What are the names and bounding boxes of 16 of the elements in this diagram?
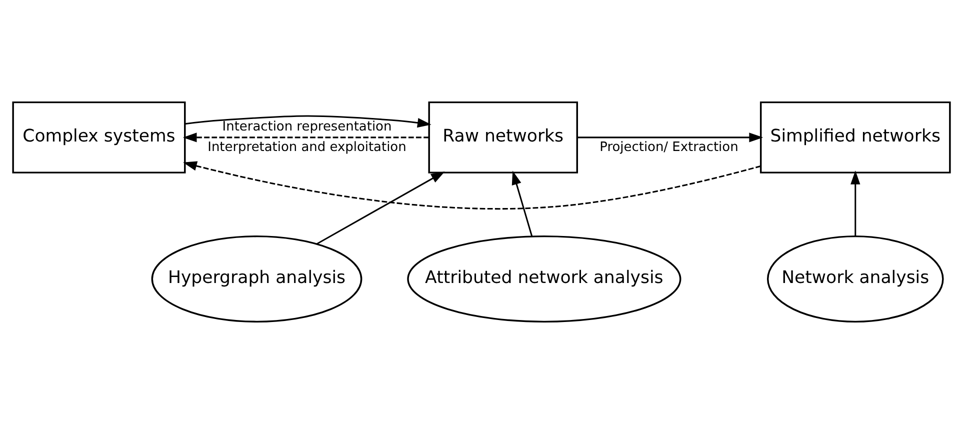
arrow bbox=[577, 132, 764, 142]
edge-label: Interaction representation bbox=[222, 119, 392, 134]
node-ellipse: Network analysis bbox=[766, 234, 944, 322]
arrow bbox=[316, 170, 445, 244]
node-ellipse: Attributed network analysis bbox=[407, 234, 682, 322]
arrow bbox=[182, 132, 429, 142]
node-box: Raw networks bbox=[428, 100, 578, 173]
node-box: Simplified networks bbox=[760, 100, 951, 173]
node-box: Complex systems bbox=[12, 100, 186, 173]
arrow bbox=[850, 170, 860, 236]
arrow bbox=[183, 160, 761, 209]
arrow bbox=[512, 170, 533, 236]
arrow bbox=[184, 114, 432, 128]
edge-label: Projection/ Extraction bbox=[600, 140, 738, 155]
edge-label: Interpretation and exploitation bbox=[208, 140, 406, 155]
node-ellipse: Hypergraph analysis bbox=[151, 234, 362, 322]
